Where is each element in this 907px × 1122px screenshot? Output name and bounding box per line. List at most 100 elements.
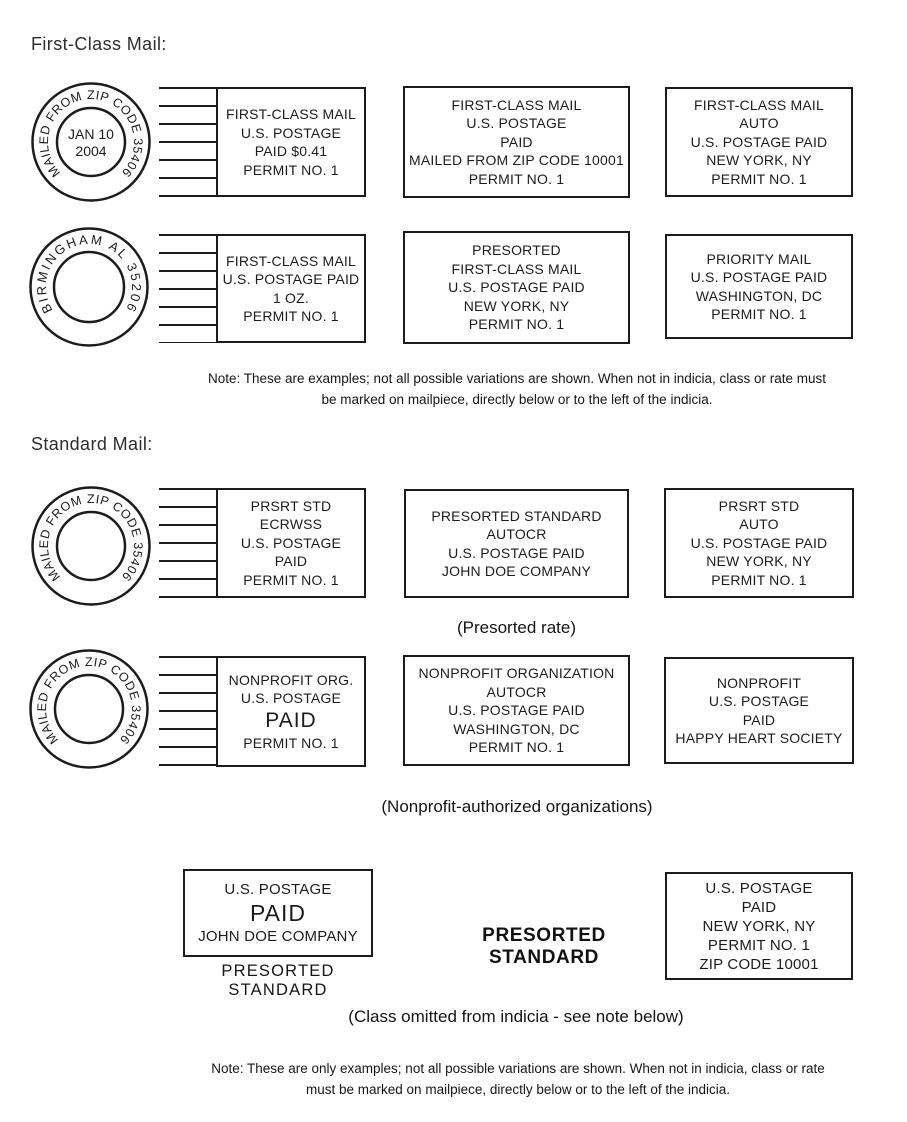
- indicia-text-line: U.S. POSTAGE: [240, 534, 342, 551]
- postmark-date-year: 2004: [75, 143, 106, 159]
- indicia-text-line: PERMIT NO. 1: [707, 936, 811, 954]
- indicia-text-line: PERMIT NO. 1: [468, 739, 565, 756]
- indicia-text-line: PERMIT NO. 1: [711, 306, 807, 322]
- indicia-text-line: PAID $0.41: [254, 143, 328, 159]
- postmark-outer-circle: [29, 227, 149, 347]
- indicia-first-class-ounce: FIRST-CLASS MAIL U.S. POSTAGE PAID 1 OZ.…: [216, 234, 366, 343]
- postmark-inner-circle: [55, 510, 127, 582]
- indicia-text-line: PAID: [742, 711, 776, 728]
- postmark-ring-text: MAILED FROM ZIP CODE 35406: [37, 492, 145, 584]
- postmark-inner-circle: [52, 250, 126, 324]
- cancellation-bars: [159, 87, 218, 197]
- indicia-text-line: NEW YORK, NY: [706, 152, 812, 169]
- indicia-text-line: ZIP CODE 10001: [699, 955, 819, 973]
- indicia-text-line: AUTOCR: [486, 683, 547, 700]
- indicia-first-class-zip: FIRST-CLASS MAIL U.S. POSTAGE PAID MAILE…: [403, 86, 630, 198]
- indicia-text-line: U.S. POSTAGE: [705, 879, 813, 897]
- indicia-text-line: PRSRT STD: [718, 497, 800, 514]
- indicia-text-line: MAILED FROM ZIP CODE 10001: [408, 152, 624, 169]
- indicia-text-line: PRIORITY MAIL: [706, 250, 812, 267]
- indicia-text-line: PERMIT NO. 1: [711, 571, 807, 588]
- indicia-text-line: PERMIT NO. 1: [468, 316, 565, 333]
- indicia-text-line: PAID: [741, 898, 777, 916]
- postmark-birmingham: BIRMINGHAM AL 35206: [29, 227, 149, 347]
- note-first-class: Note: These are examples; not all possib…: [207, 371, 827, 407]
- indicia-text-line: PRESORTED: [472, 242, 561, 259]
- indicia-text-line: WASHINGTON, DC: [453, 720, 580, 737]
- indicia-text-line: NEW YORK, NY: [702, 917, 816, 935]
- indicia-first-class-meter: FIRST-CLASS MAIL U.S. POSTAGE PAID $0.41…: [216, 87, 366, 197]
- indicia-text-line: NONPROFIT ORGANIZATION: [418, 665, 615, 682]
- indicia-text-line: JOHN DOE COMPANY: [441, 563, 592, 579]
- indicia-text-line: PERMIT NO. 1: [468, 170, 565, 187]
- indicia-nonprofit-society: NONPROFIT U.S. POSTAGE PAID HAPPY HEART …: [664, 657, 854, 764]
- indicia-text-line: FIRST-CLASS MAIL: [225, 252, 356, 269]
- cancellation-bars: [159, 656, 218, 766]
- caption-class-omitted: (Class omitted from indicia - see note b…: [348, 1007, 684, 1026]
- indicia-priority-mail: PRIORITY MAIL U.S. POSTAGE PAID WASHINGT…: [665, 234, 853, 339]
- indicia-text-line: AUTO: [739, 115, 779, 132]
- postmark-ring-text: MAILED FROM ZIP CODE 35406: [35, 655, 143, 747]
- caption-presorted-rate: (Presorted rate): [456, 618, 577, 637]
- indicia-text-line: PERMIT NO. 1: [243, 571, 339, 588]
- indicia-text-line: U.S. POSTAGE PAID: [690, 534, 828, 551]
- indicia-first-class-auto: FIRST-CLASS MAIL AUTO U.S. POSTAGE PAID …: [665, 87, 853, 197]
- indicia-text-line: FIRST-CLASS MAIL: [451, 260, 582, 277]
- indicia-text-line: NEW YORK, NY: [463, 297, 570, 314]
- indicia-text-line: JOHN DOE COMPANY: [198, 928, 358, 945]
- cancellation-bars: [159, 234, 218, 343]
- indicia-prsrt-std-ecrwss: PRSRT STD ECRWSS U.S. POSTAGE PAID PERMI…: [216, 488, 366, 598]
- indicia-nonprofit-org: NONPROFIT ORG. U.S. POSTAGE PAID PERMIT …: [216, 656, 366, 767]
- indicia-text-line: U.S. POSTAGE PAID: [448, 279, 585, 296]
- section-heading-first-class: First-Class Mail:: [31, 34, 167, 54]
- indicia-text-line: U.S. POSTAGE: [240, 124, 342, 141]
- indicia-text-line: AUTOCR: [486, 526, 547, 542]
- indicia-text-line: U.S. POSTAGE PAID: [690, 133, 828, 150]
- indicia-text-line: U.S. POSTAGE PAID: [690, 269, 828, 285]
- indicia-text-line: PRSRT STD: [250, 497, 332, 514]
- postmark-inner-circle: [53, 673, 125, 745]
- postmark-outer-circle: [31, 82, 151, 202]
- indicia-text-line: PRESORTED STANDARD: [431, 507, 602, 524]
- note-standard: Note: These are only examples; not all p…: [211, 1061, 825, 1097]
- postmark-outer-circle: [31, 486, 151, 606]
- indicia-text-line: WASHINGTON, DC: [695, 287, 823, 304]
- indicia-presorted-first-class: PRESORTED FIRST-CLASS MAIL U.S. POSTAGE …: [403, 231, 630, 344]
- indicia-text-line: FIRST-CLASS MAIL: [451, 96, 582, 113]
- postmark-inner-circle: [55, 106, 127, 178]
- indicia-text-line: PERMIT NO. 1: [243, 308, 339, 324]
- indicia-text-line: PERMIT NO. 1: [243, 734, 339, 751]
- indicia-company-paid: U.S. POSTAGE PAID JOHN DOE COMPANY: [183, 869, 373, 957]
- indicia-text-line: HAPPY HEART SOCIETY: [675, 730, 843, 746]
- postmark-date-month-day: JAN 10: [68, 126, 114, 142]
- section-heading-standard: Standard Mail:: [31, 434, 153, 454]
- indicia-text-line: PERMIT NO. 1: [243, 161, 339, 178]
- indicia-text-line: FIRST-CLASS MAIL: [225, 106, 356, 122]
- postmark-mailed-from-zip: MAILED FROM ZIP CODE 35406: [31, 486, 151, 606]
- indicia-text-line: U.S. POSTAGE: [708, 693, 810, 709]
- indicia-text-line: NONPROFIT ORG.: [228, 671, 354, 688]
- postmark-outer-circle: [29, 649, 149, 769]
- caption-nonprofit-organizations: (Nonprofit-authorized organizations): [381, 797, 653, 816]
- indicia-nonprofit-organization-autocr: NONPROFIT ORGANIZATION AUTOCR U.S. POSTA…: [403, 655, 630, 766]
- indicia-text-line: U.S. POSTAGE: [240, 690, 342, 707]
- class-marking-beside-indicia: PRESORTED STANDARD: [482, 925, 606, 968]
- indicia-zip-permit: U.S. POSTAGE PAID NEW YORK, NY PERMIT NO…: [665, 872, 853, 980]
- indicia-text-line: AUTO: [739, 516, 779, 533]
- indicia-text-line: U.S. POSTAGE PAID: [448, 702, 585, 719]
- indicia-text-line: U.S. POSTAGE PAID: [448, 544, 585, 561]
- indicia-text-line: NEW YORK, NY: [706, 553, 812, 570]
- indicia-text-line: NONPROFIT: [716, 674, 802, 691]
- indicia-text-line: U.S. POSTAGE: [224, 881, 332, 898]
- indicia-text-line: ECRWSS: [259, 516, 323, 533]
- indicia-text-line: FIRST-CLASS MAIL: [693, 96, 824, 113]
- indicia-text-line: PAID: [274, 553, 308, 570]
- indicia-text-line: PAID: [500, 133, 533, 150]
- indicia-text-line: U.S. POSTAGE: [466, 115, 567, 132]
- indicia-prsrt-std-auto: PRSRT STD AUTO U.S. POSTAGE PAID NEW YOR…: [664, 488, 854, 598]
- class-marking-below-indicia: PRESORTED STANDARD: [221, 962, 335, 999]
- indicia-text-line-paid-large: PAID: [265, 708, 317, 732]
- indicia-text-line: 1 OZ.: [272, 289, 309, 306]
- indicia-text-line-paid-large: PAID: [250, 900, 306, 926]
